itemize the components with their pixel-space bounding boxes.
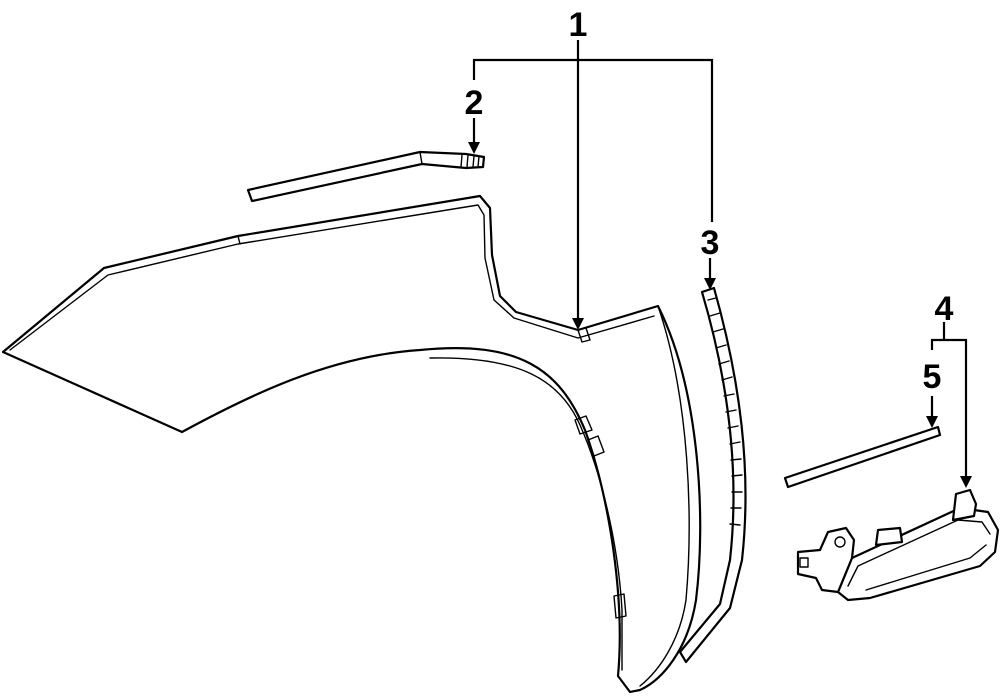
- leader-lines: [468, 40, 972, 488]
- callout-2: 2: [465, 84, 484, 122]
- weatherstrip-part-3: [678, 286, 747, 664]
- callout-5: 5: [923, 358, 942, 396]
- lamp-assembly-part-4: [796, 488, 1000, 602]
- callout-1: 1: [569, 6, 588, 44]
- callout-3: 3: [701, 224, 720, 262]
- fender-panel-part-1: [1, 194, 702, 694]
- upper-molding-part-2: [246, 150, 486, 203]
- molding-part-5: [783, 425, 942, 489]
- callout-4: 4: [935, 290, 954, 328]
